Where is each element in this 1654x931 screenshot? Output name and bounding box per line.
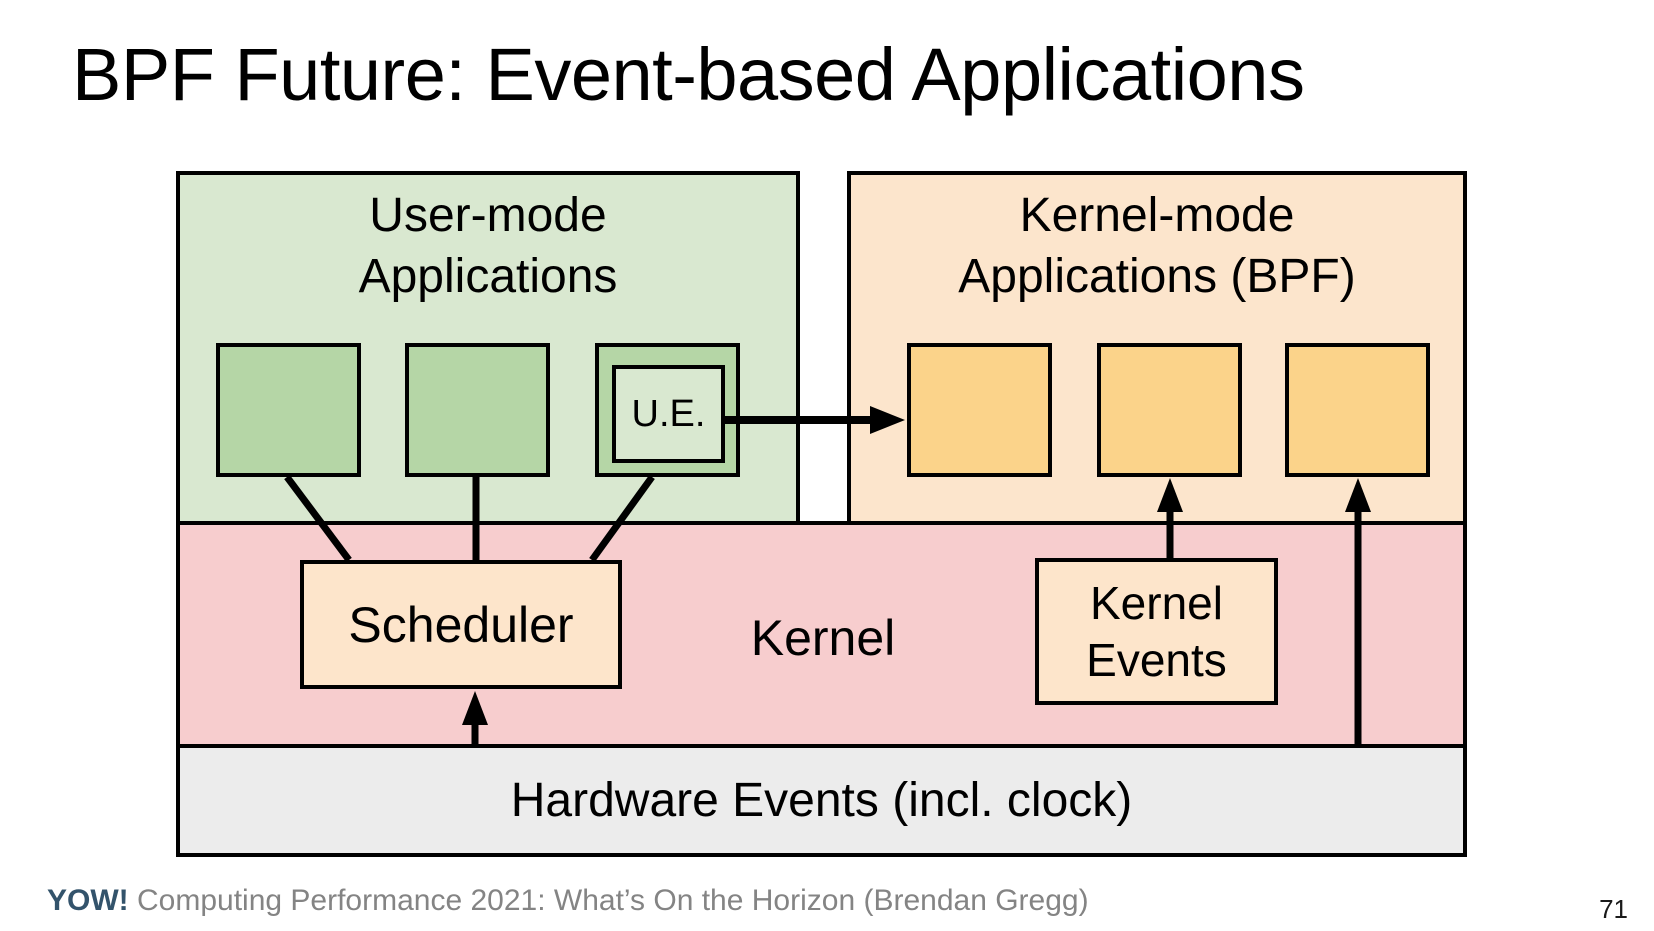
kernel-events-box: Kernel Events xyxy=(1035,558,1278,705)
bpf-app-box-3 xyxy=(1285,343,1430,477)
page-number: 71 xyxy=(1599,894,1628,924)
bpf-app-box-2 xyxy=(1097,343,1242,477)
user-mode-applications-label: User-mode Applications xyxy=(358,189,618,303)
footer: YOW! Computing Performance 2021: What’s … xyxy=(47,884,1089,918)
bpf-app-box-1 xyxy=(907,343,1052,477)
user-app-box-2 xyxy=(405,343,550,477)
user-mode-applications-container: User-mode Applications U.E. xyxy=(176,171,800,525)
kernel-mode-applications-label: Kernel-mode Applications (BPF) xyxy=(958,189,1356,303)
hardware-events-label: Hardware Events (incl. clock) xyxy=(510,774,1133,827)
footer-text: Computing Performance 2021: What’s On th… xyxy=(128,884,1089,917)
ue-label: U.E. xyxy=(631,392,706,435)
hardware-events-container: Hardware Events (incl. clock) xyxy=(176,744,1467,857)
user-app-box-1 xyxy=(216,343,361,477)
kernel-events-label: Kernel Events xyxy=(1086,576,1227,686)
ue-box: U.E. xyxy=(612,365,725,463)
scheduler-box: Scheduler xyxy=(300,560,622,689)
kernel-container: Scheduler Kernel Kernel Events xyxy=(176,521,1467,748)
kernel-mode-applications-container: Kernel-mode Applications (BPF) xyxy=(847,171,1467,525)
slide-title: BPF Future: Event-based Applications xyxy=(72,33,1305,116)
scheduler-label: Scheduler xyxy=(348,596,574,653)
user-app-box-3-ue-outer: U.E. xyxy=(595,343,740,477)
footer-brand: YOW! xyxy=(47,884,129,917)
kernel-label: Kernel xyxy=(750,610,896,666)
